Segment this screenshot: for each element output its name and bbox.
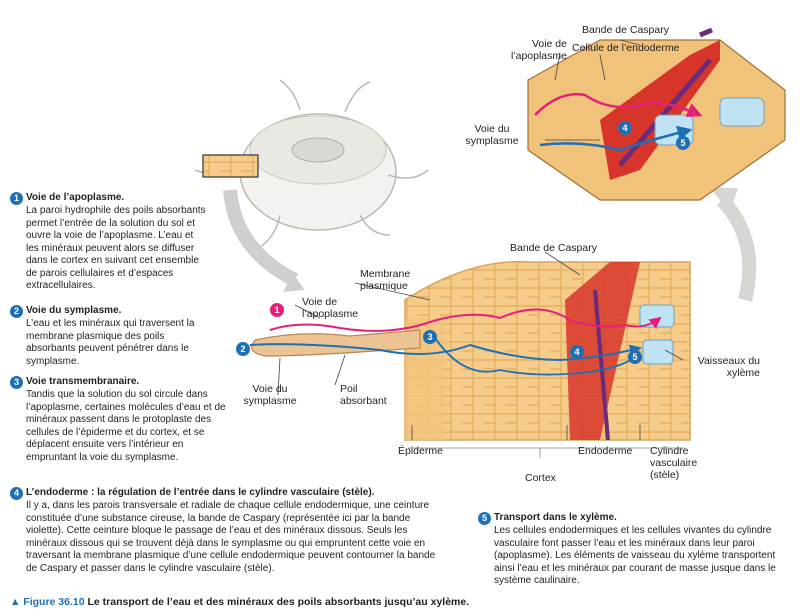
- label-epiderme: Épiderme: [398, 445, 443, 457]
- callout-number: 2: [10, 305, 23, 318]
- root-cross-section: [194, 79, 429, 251]
- callout-body: La paroi hydrophile des poils absorbants…: [26, 205, 206, 291]
- figure-caption-text: Le transport de l’eau et des minéraux de…: [87, 596, 470, 608]
- marker-4-upper: 4: [618, 121, 632, 135]
- label-cellule-endoderme: Cellule de l’endoderme: [572, 42, 680, 54]
- label-poil-absorbant: Poil absorbant: [340, 383, 387, 407]
- callout-title: Transport dans le xylème.: [494, 512, 617, 523]
- callout-number: 5: [478, 512, 491, 525]
- symplast-path-main: [249, 343, 642, 362]
- zoom-arrow-left: [223, 189, 299, 287]
- callout-number: 3: [10, 376, 23, 389]
- label-bande-caspary-mid: Bande de Caspary: [510, 242, 597, 254]
- transmembrane-path: [429, 329, 641, 376]
- callout-title: Voie transmembranaire.: [26, 376, 140, 387]
- marker-5-upper: 5: [676, 136, 690, 150]
- marker-3-lower: 3: [423, 330, 437, 344]
- callout-body: L’eau et les minéraux qui traversent la …: [26, 318, 195, 367]
- marker-1-lower: 1: [270, 303, 284, 317]
- marker-5-lower: 5: [628, 350, 642, 364]
- apoplast-path-main: [269, 308, 662, 332]
- label-cortex: Cortex: [525, 472, 556, 484]
- label-voie-apoplasme-mid: Voie de l’apoplasme: [302, 296, 359, 320]
- callout-body: Il y a, dans les parois transversale et …: [26, 500, 436, 574]
- label-bande-caspary-top: Bande de Caspary: [582, 24, 669, 36]
- callout-title: L’endoderme : la régulation de l’entrée …: [26, 487, 375, 498]
- callout-title: Voie de l’apoplasme.: [26, 192, 125, 203]
- figure-caption: ▲ Figure 36.10 Le transport de l’eau et …: [10, 596, 469, 608]
- marker-2-lower: 2: [236, 342, 250, 356]
- zoom-arrow-right: [716, 195, 757, 302]
- tissue-block: [404, 260, 691, 441]
- label-voie-symplasme-top: Voie du symplasme: [465, 123, 519, 147]
- callout-number: 1: [10, 192, 23, 205]
- callout-body: Tandis que la solution du sol circule da…: [26, 389, 226, 463]
- label-voie-symplasme-low: Voie du symplasme: [243, 383, 297, 407]
- label-voie-apoplasme-top: Voie de l’apoplasme: [510, 38, 567, 62]
- label-vaisseaux-xyleme: Vaisseaux du xylème: [697, 355, 760, 379]
- figure-number: ▲ Figure 36.10: [10, 596, 85, 608]
- label-endoderme: Endoderme: [578, 445, 633, 457]
- label-membrane-plasmique: Membrane plasmique: [360, 268, 411, 292]
- callout-title: Voie du symplasme.: [26, 305, 122, 316]
- label-cylindre-vasculaire: Cylindre vasculaire (stèle): [650, 445, 698, 481]
- endoderm-3d-block: [527, 27, 786, 201]
- callout-body: Les cellules endodermiques et les cellul…: [494, 525, 776, 586]
- callout-number: 4: [10, 487, 23, 500]
- marker-4-lower: 4: [570, 345, 584, 359]
